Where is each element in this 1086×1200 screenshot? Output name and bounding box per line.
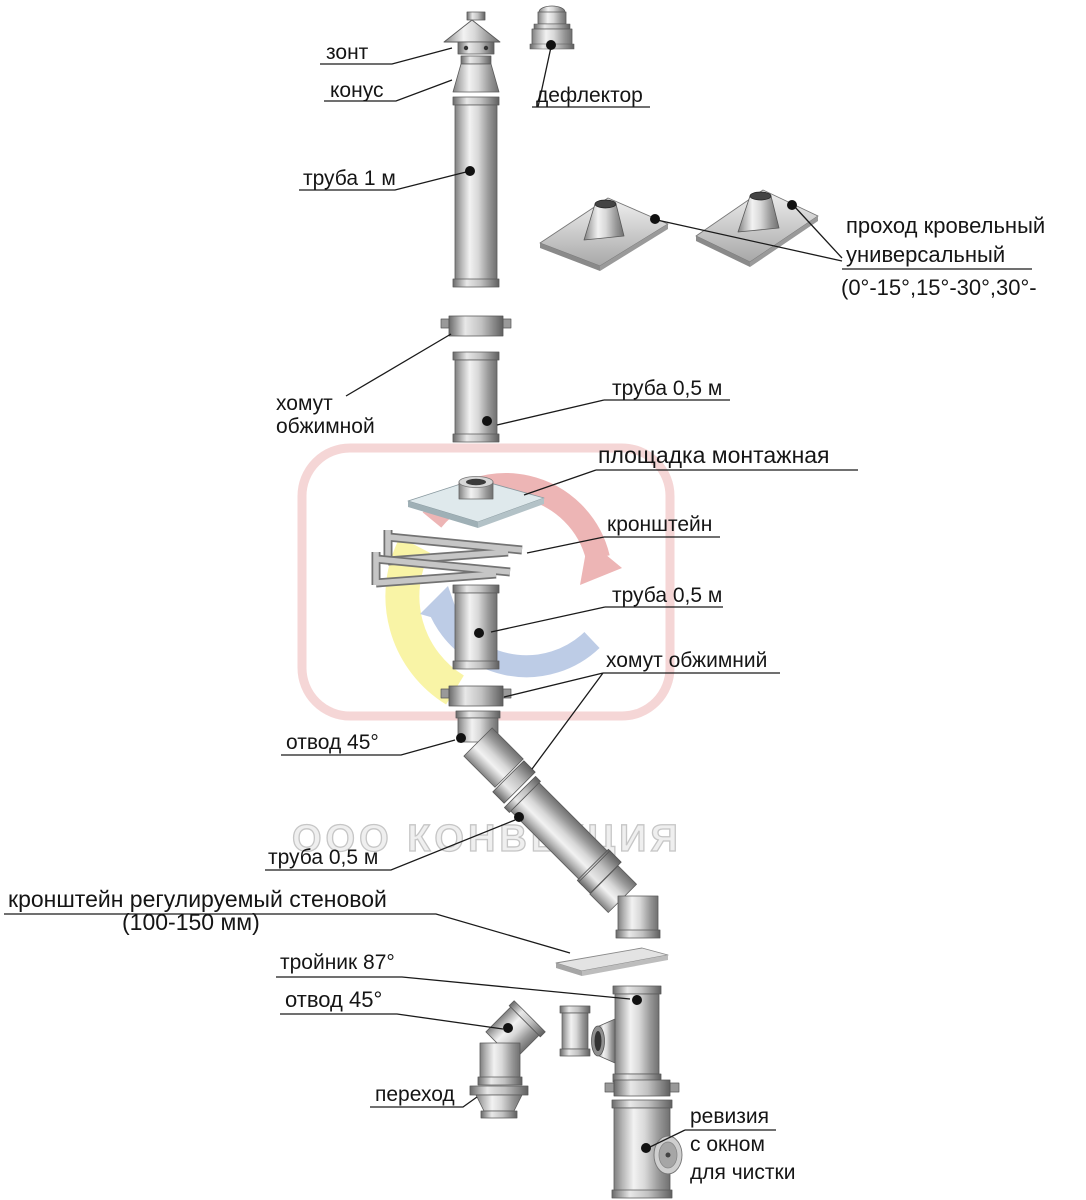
part-prohod-krovelny-2: [695, 189, 819, 267]
part-truba-05-2: [452, 584, 500, 670]
part-perehod: [469, 1085, 529, 1119]
label-prohod-line3: (0°-15°,15°-30°,30°-: [841, 275, 1037, 300]
label-kronshteyn: кронштейн: [607, 513, 713, 536]
leader-otvod-45-top: [281, 739, 456, 756]
label-troynik: тройник 87°: [280, 951, 395, 974]
leader-perehod: [370, 1096, 478, 1108]
part-homut-2: [440, 685, 512, 707]
label-homut-2: хомут обжимний: [606, 649, 768, 672]
watermark-text: ООО КОНВЕКЦИЯ: [291, 817, 682, 860]
leader-lines: [4, 46, 1032, 1148]
label-perehod: переход: [375, 1083, 455, 1106]
label-homut-1: хомут обжимной: [276, 392, 375, 438]
part-konus: [452, 55, 500, 93]
label-otvod-45-bottom: отвод 45°: [285, 987, 383, 1012]
leader-prohod: [656, 205, 1032, 270]
label-reviziya: ревизия с окном для чистки: [690, 1103, 795, 1187]
label-homut-1-line2: обжимной: [276, 415, 375, 438]
leader-kronshteyn: [526, 536, 720, 554]
label-konus: конус: [330, 79, 384, 102]
part-homut-1: [440, 315, 512, 337]
leader-reviziya: [649, 1129, 776, 1148]
leader-homut-1: [345, 333, 452, 397]
label-truba-05-3: труба 0,5 м: [268, 846, 379, 869]
part-prohod-krovelny-1: [539, 197, 669, 271]
leader-truba-05-3: [265, 819, 516, 871]
label-prohod-line2: универсальный: [846, 242, 1006, 267]
part-kronshteyn: [371, 530, 523, 588]
part-otvod-45-top: [455, 710, 536, 804]
label-kron-reg-line2: (100-150 мм): [122, 909, 260, 935]
part-zont: [443, 11, 501, 55]
label-prohod-line1: проход кровельный: [846, 213, 1046, 238]
part-truba-05-1: [452, 351, 500, 443]
leader-homut-2: [503, 672, 780, 770]
label-kron-reg-line1: кронштейн регулируемый стеновой: [8, 886, 387, 912]
label-reviziya-line2: с окном: [690, 1133, 765, 1156]
label-truba-05-2: труба 0,5 м: [612, 584, 723, 607]
parts: [371, 5, 819, 1199]
label-truba-1m: труба 1 м: [303, 167, 396, 190]
leader-konus: [324, 79, 453, 102]
leader-deflektor: [532, 46, 650, 108]
leader-truba-1m: [299, 171, 467, 191]
label-reviziya-line1: ревизия: [690, 1105, 769, 1128]
part-coupling-small: [559, 1005, 591, 1057]
part-otvod-lower: [589, 865, 661, 939]
label-reviziya-line3: для чистки: [690, 1161, 796, 1184]
part-otvod-45-bottom: [477, 1000, 546, 1086]
label-otvod-45-top: отвод 45°: [286, 731, 379, 754]
leader-ploschadka: [523, 469, 858, 496]
part-kronshteyn-stenovoy: [555, 947, 669, 976]
leader-troynik: [276, 976, 631, 1000]
label-ploschadka: площадка монтажная: [598, 442, 830, 468]
leader-truba-05-2: [490, 606, 723, 633]
label-truba-05-1: труба 0,5 м: [612, 377, 723, 400]
leader-zont: [320, 47, 453, 65]
leader-kron-reg: [4, 913, 571, 954]
part-ploschadka-montazhnaya: [407, 476, 545, 528]
label-deflektor: дефлектор: [536, 84, 643, 107]
leader-truba-05-1: [496, 399, 730, 426]
part-troynik-87: [591, 985, 662, 1083]
leader-dots: [456, 40, 797, 1153]
part-homut-3: [578, 850, 622, 894]
leader-otvod-45-bottom: [280, 1013, 504, 1030]
part-homut-4: [604, 1079, 680, 1097]
part-truba-1m: [452, 96, 500, 288]
label-zont: зонт: [326, 41, 369, 64]
label-homut-1-line1: хомут: [276, 392, 333, 415]
